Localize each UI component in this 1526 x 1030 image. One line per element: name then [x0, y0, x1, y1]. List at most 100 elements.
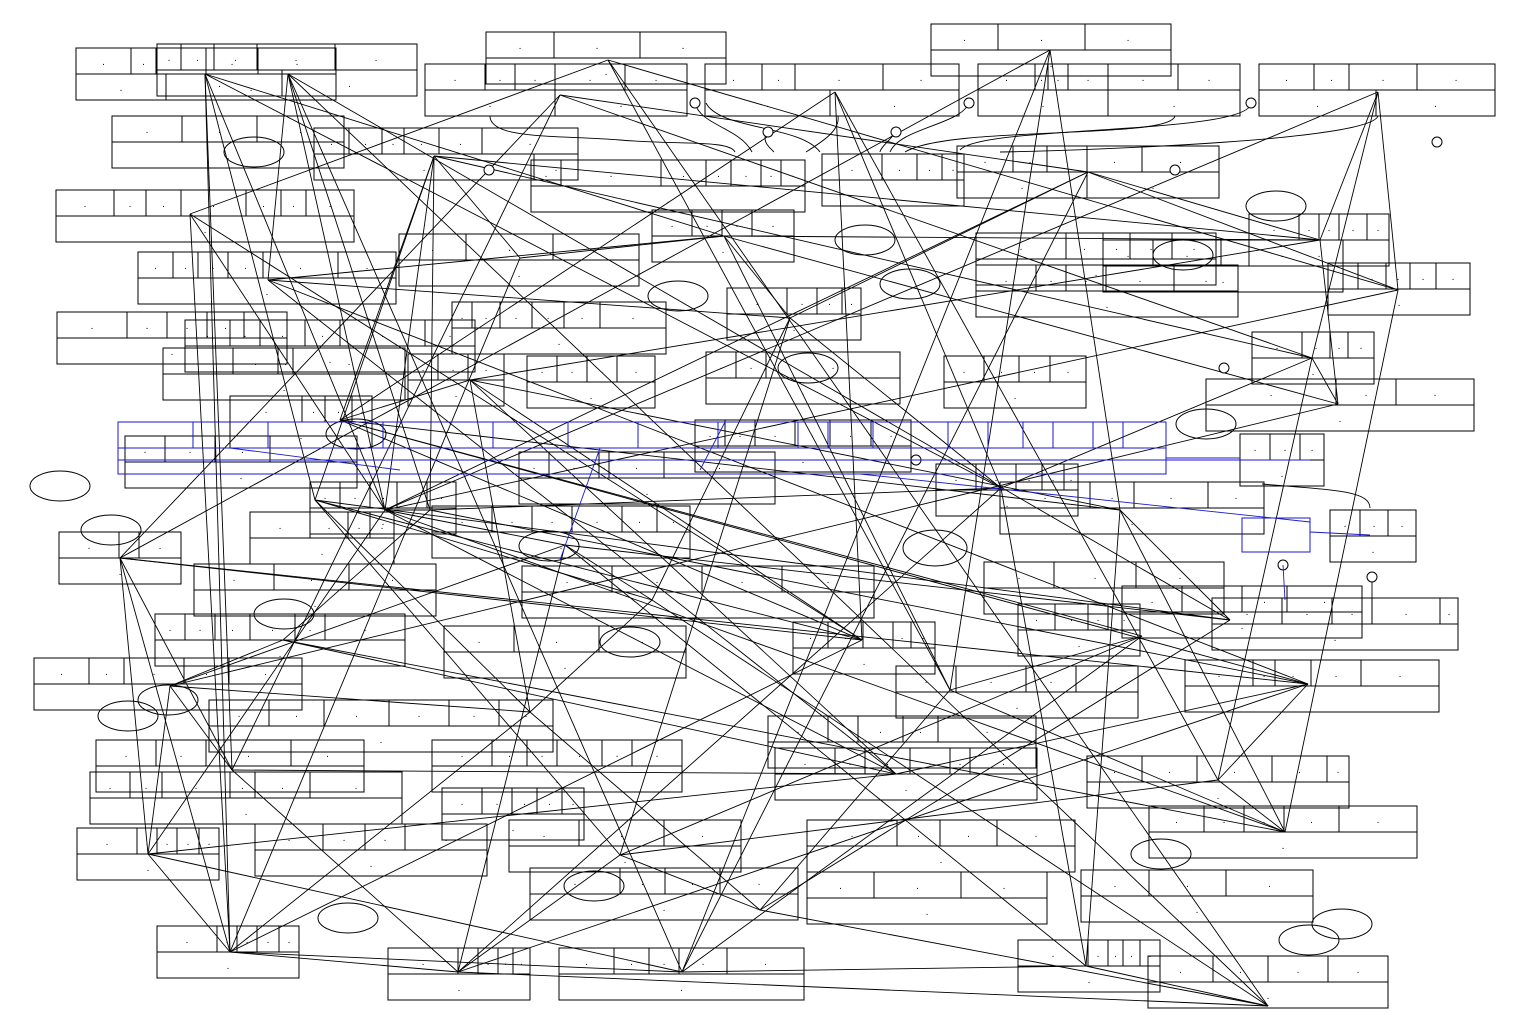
edge-line	[1311, 91, 1379, 359]
record-node: .......	[431, 739, 683, 793]
record-node: ......	[792, 621, 936, 675]
cell-marker: .	[849, 758, 852, 768]
cell-marker: .	[1452, 273, 1455, 283]
cell-marker: .	[171, 348, 174, 358]
cell-marker: .	[60, 668, 63, 678]
cell-marker: .	[566, 576, 569, 586]
cell-marker: .	[656, 576, 659, 586]
edge-line	[759, 619, 1231, 911]
cell-marker: .	[603, 462, 606, 472]
cell-marker: .	[963, 34, 966, 44]
cell-marker: .	[772, 220, 775, 230]
cell-marker: .	[828, 298, 831, 308]
edge-line	[229, 257, 521, 953]
cell-marker: .	[241, 446, 244, 456]
port-circle	[890, 126, 902, 138]
cell-marker: .	[722, 246, 725, 256]
cell-marker: .	[1397, 273, 1400, 283]
cell-marker: .	[663, 958, 666, 968]
cell-marker: .	[358, 522, 361, 532]
record-node: .....	[124, 435, 358, 489]
edge-line	[619, 779, 1219, 856]
record-node: .......	[451, 301, 667, 355]
cell-marker: .	[169, 624, 172, 634]
cell-marker: .	[512, 824, 515, 834]
cell-marker: .	[1338, 342, 1341, 352]
ellipse-layer	[29, 136, 1373, 956]
cell-marker: .	[595, 244, 598, 254]
cell-marker: .	[196, 54, 199, 64]
cell-marker: .	[245, 808, 248, 818]
cell-marker: .	[1106, 301, 1109, 311]
cell-marker: .	[300, 432, 303, 442]
cell-marker: .	[632, 312, 635, 322]
cell-marker: .	[741, 576, 744, 586]
cell-marker: .	[366, 262, 369, 272]
cell-marker: .	[1455, 74, 1458, 84]
cell-marker: .	[105, 668, 108, 678]
highlight-layer	[117, 421, 1371, 601]
edge-line	[723, 235, 1321, 241]
edge-line	[1319, 91, 1379, 241]
cell-marker: .	[1323, 596, 1326, 606]
cell-marker: .	[1186, 250, 1189, 260]
cell-marker: .	[1222, 276, 1225, 286]
ellipse-node	[1130, 838, 1192, 870]
cell-marker: .	[1028, 474, 1031, 484]
record-node: .......	[956, 145, 1220, 199]
record-node: ......	[56, 311, 288, 365]
edge-line	[384, 91, 1379, 511]
record-node: ......	[76, 827, 220, 881]
cell-marker: .	[153, 668, 156, 678]
record-node: ......	[1148, 805, 1418, 859]
edge-line	[429, 509, 1309, 685]
record-node: .....	[254, 823, 488, 877]
cell-marker: .	[199, 624, 202, 634]
cell-marker: .	[1223, 816, 1226, 826]
edge-line	[457, 683, 1309, 973]
highlight-small-record	[1241, 517, 1311, 553]
cell-marker: .	[641, 878, 644, 888]
cell-marker: .	[851, 164, 854, 174]
edge-line	[619, 317, 791, 856]
record-node: ......	[309, 481, 457, 535]
cell-marker: .	[455, 390, 458, 400]
cell-marker: .	[839, 882, 842, 892]
cell-marker: .	[1273, 224, 1276, 234]
cell-marker: .	[1328, 224, 1331, 234]
ellipse-node	[879, 268, 941, 300]
edge-line	[314, 499, 531, 713]
cell-marker: .	[691, 878, 694, 888]
curved-edge	[999, 115, 1379, 153]
cell-marker: .	[1270, 389, 1273, 399]
cell-marker: .	[671, 220, 674, 230]
ellipse-node	[834, 224, 896, 256]
cell-marker: .	[422, 364, 425, 374]
cell-marker: .	[250, 84, 253, 94]
cell-marker: .	[605, 68, 608, 78]
cell-marker: .	[227, 962, 230, 972]
cell-marker: .	[1103, 598, 1106, 608]
record-node: ....	[193, 563, 437, 617]
cell-marker: .	[281, 330, 284, 340]
cell-marker: .	[1281, 470, 1284, 480]
record-node: .....	[943, 355, 1087, 409]
edge-line	[1319, 239, 1339, 405]
cell-marker: .	[1398, 299, 1401, 309]
edge-line	[384, 509, 1286, 833]
ellipse-node	[1152, 239, 1214, 271]
cell-marker: .	[1002, 758, 1005, 768]
cell-marker: .	[445, 834, 448, 844]
record-node: .....	[1121, 585, 1363, 639]
port-circle	[1431, 136, 1443, 148]
cell-marker: .	[281, 782, 284, 792]
cell-marker: .	[990, 676, 993, 686]
cell-marker: .	[1139, 275, 1142, 285]
cell-marker: .	[1035, 830, 1038, 840]
cell-marker: .	[508, 750, 511, 760]
edge-line	[469, 379, 863, 641]
edge-line	[339, 419, 1121, 511]
record-node: .......	[184, 319, 476, 373]
cell-marker: .	[1401, 520, 1404, 530]
cell-marker: .	[581, 312, 584, 322]
